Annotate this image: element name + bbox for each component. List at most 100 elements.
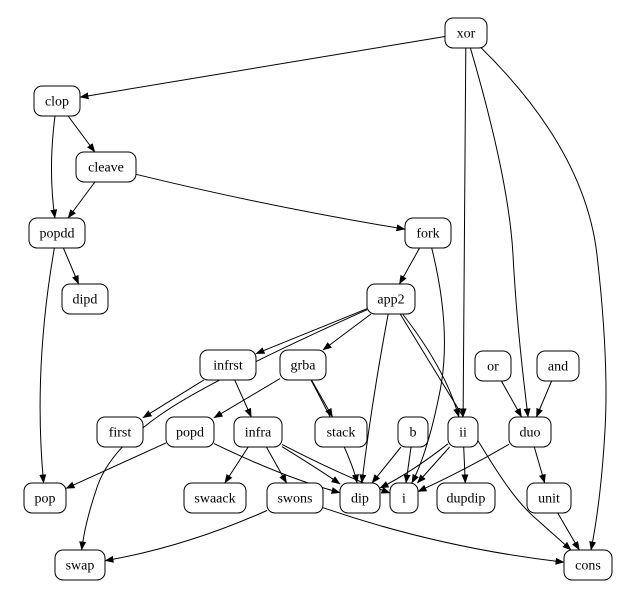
node-unit: unit bbox=[526, 482, 572, 514]
node-box-clop bbox=[33, 85, 81, 117]
edge-ii-dip bbox=[379, 443, 449, 489]
node-box-popd bbox=[165, 416, 215, 448]
edge-swons-cons bbox=[322, 507, 565, 565]
edge-app2-ii bbox=[402, 313, 461, 418]
node-label-dupdip: dupdip bbox=[447, 492, 486, 507]
node-swaack: swaack bbox=[183, 482, 247, 514]
edge-popdd-pop bbox=[39, 247, 55, 484]
node-b: b bbox=[397, 416, 429, 448]
node-popdd: popdd bbox=[28, 217, 86, 249]
node-dipd: dipd bbox=[61, 283, 109, 315]
node-label-or: or bbox=[487, 360, 499, 375]
node-stack: stack bbox=[314, 416, 368, 448]
node-and: and bbox=[536, 350, 580, 382]
edge-fork-i bbox=[411, 247, 445, 484]
edge-infra-swons bbox=[265, 446, 288, 484]
node-label-xor: xor bbox=[457, 27, 476, 42]
edge-xor-clop bbox=[79, 36, 446, 100]
edge-and-duo bbox=[535, 380, 553, 418]
node-infra: infra bbox=[233, 416, 283, 448]
node-box-swap bbox=[54, 549, 106, 581]
node-duo: duo bbox=[508, 416, 552, 448]
node-box-cons bbox=[563, 549, 613, 581]
edge-ii-dupdip bbox=[461, 446, 469, 484]
node-clop: clop bbox=[33, 85, 81, 117]
node-label-b: b bbox=[410, 426, 417, 441]
node-label-infrst: infrst bbox=[213, 359, 243, 374]
node-box-infra bbox=[233, 416, 283, 448]
node-label-unit: unit bbox=[538, 492, 560, 507]
node-label-grba: grba bbox=[291, 359, 317, 374]
edge-duo-i bbox=[417, 443, 510, 493]
node-cons: cons bbox=[563, 549, 613, 581]
node-label-ii: ii bbox=[459, 426, 467, 441]
node-popd: popd bbox=[165, 416, 215, 448]
node-swons: swons bbox=[266, 482, 324, 514]
node-pop: pop bbox=[23, 482, 67, 514]
node-box-cleave bbox=[75, 151, 137, 183]
node-label-swons: swons bbox=[277, 492, 312, 507]
edge-clop-cleave bbox=[67, 115, 96, 153]
node-label-swap: swap bbox=[66, 559, 95, 574]
node-box-fork bbox=[404, 217, 452, 249]
node-label-dip: dip bbox=[351, 492, 369, 507]
node-dupdip: dupdip bbox=[436, 482, 496, 514]
edge-b-i bbox=[403, 446, 412, 484]
node-label-pop: pop bbox=[35, 492, 56, 507]
edge-infra-swaack bbox=[224, 446, 249, 484]
node-box-xor bbox=[444, 17, 488, 49]
edge-popd-pop bbox=[65, 442, 167, 489]
node-box-swaack bbox=[183, 482, 247, 514]
node-box-app2 bbox=[366, 283, 416, 315]
node-label-stack: stack bbox=[327, 426, 356, 441]
node-or: or bbox=[474, 350, 512, 382]
node-label-i: i bbox=[402, 492, 406, 507]
node-box-or bbox=[474, 350, 512, 382]
node-box-first bbox=[96, 416, 144, 448]
edge-app2-dip bbox=[359, 313, 389, 484]
edge-clop-popdd bbox=[50, 115, 58, 219]
edge-or-duo bbox=[500, 380, 523, 418]
node-cleave: cleave bbox=[75, 151, 137, 183]
node-box-b bbox=[397, 416, 429, 448]
node-box-dip bbox=[339, 482, 381, 514]
node-label-and: and bbox=[548, 360, 568, 375]
node-label-infra: infra bbox=[245, 426, 272, 441]
node-box-infrst bbox=[199, 349, 257, 381]
node-grba: grba bbox=[279, 349, 327, 381]
edge-b-dip bbox=[371, 446, 402, 484]
edge-xor-ii bbox=[459, 47, 467, 418]
edge-xor-cons bbox=[480, 47, 607, 551]
edge-popdd-dipd bbox=[62, 247, 80, 285]
node-infrst: infrst bbox=[199, 349, 257, 381]
edge-ii-i bbox=[417, 446, 450, 484]
edge-infrst-infra bbox=[234, 379, 252, 418]
node-label-first: first bbox=[109, 426, 132, 441]
edge-unit-cons bbox=[557, 512, 580, 551]
node-label-fork: fork bbox=[416, 227, 439, 242]
node-box-duo bbox=[508, 416, 552, 448]
node-box-dupdip bbox=[436, 482, 496, 514]
node-xor: xor bbox=[444, 17, 488, 49]
node-box-pop bbox=[23, 482, 67, 514]
edge-grba-stack bbox=[311, 379, 333, 418]
edge-duo-unit bbox=[533, 446, 546, 484]
node-box-popdd bbox=[28, 217, 86, 249]
edge-app2-swap bbox=[79, 309, 368, 551]
node-label-duo: duo bbox=[520, 426, 541, 441]
edge-infrst-first bbox=[142, 379, 205, 419]
node-i: i bbox=[389, 482, 419, 514]
node-fork: fork bbox=[404, 217, 452, 249]
node-label-popd: popd bbox=[176, 426, 204, 441]
node-label-clop: clop bbox=[45, 95, 69, 110]
edge-grba-popd bbox=[213, 378, 281, 419]
edges-layer bbox=[39, 36, 607, 565]
node-box-stack bbox=[314, 416, 368, 448]
node-box-i bbox=[389, 482, 419, 514]
node-swap: swap bbox=[54, 549, 106, 581]
node-first: first bbox=[96, 416, 144, 448]
node-label-cleave: cleave bbox=[88, 161, 124, 176]
